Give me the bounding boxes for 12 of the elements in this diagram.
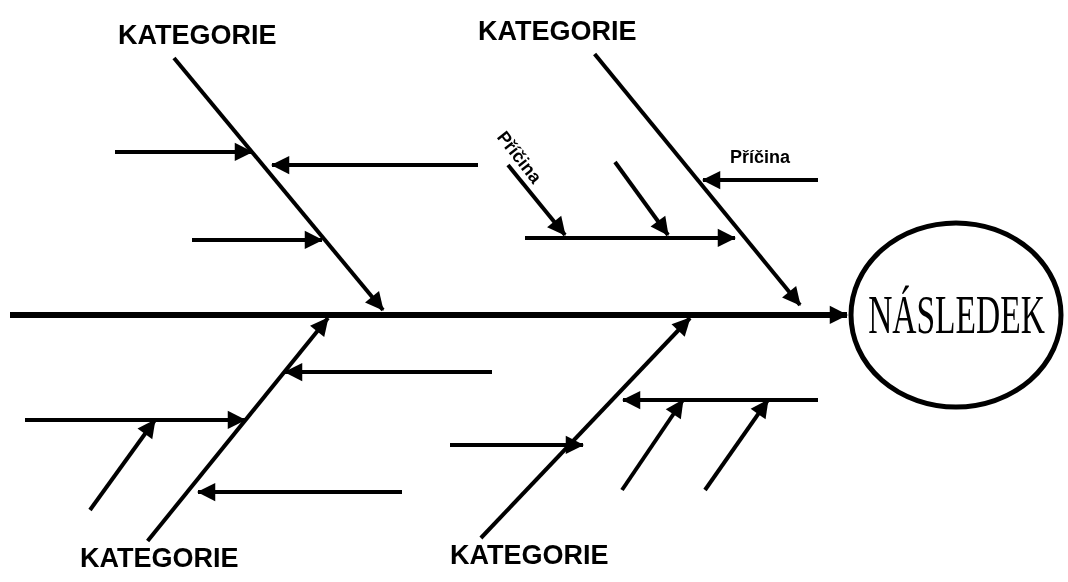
effect-ellipse [848, 220, 1064, 410]
cause-label: Příčina [730, 148, 791, 166]
category-bone [593, 52, 802, 307]
category-label: KATEGORIE [450, 542, 609, 569]
category-label: KATEGORIE [478, 18, 637, 45]
category-bone [146, 316, 330, 543]
category-bone [479, 316, 692, 540]
category-bone [172, 56, 385, 312]
category-label: KATEGORIE [118, 22, 277, 49]
category-label: KATEGORIE [80, 545, 239, 572]
spine-arrow [10, 305, 848, 325]
effect-label: NÁSLEDEK [867, 284, 1045, 346]
